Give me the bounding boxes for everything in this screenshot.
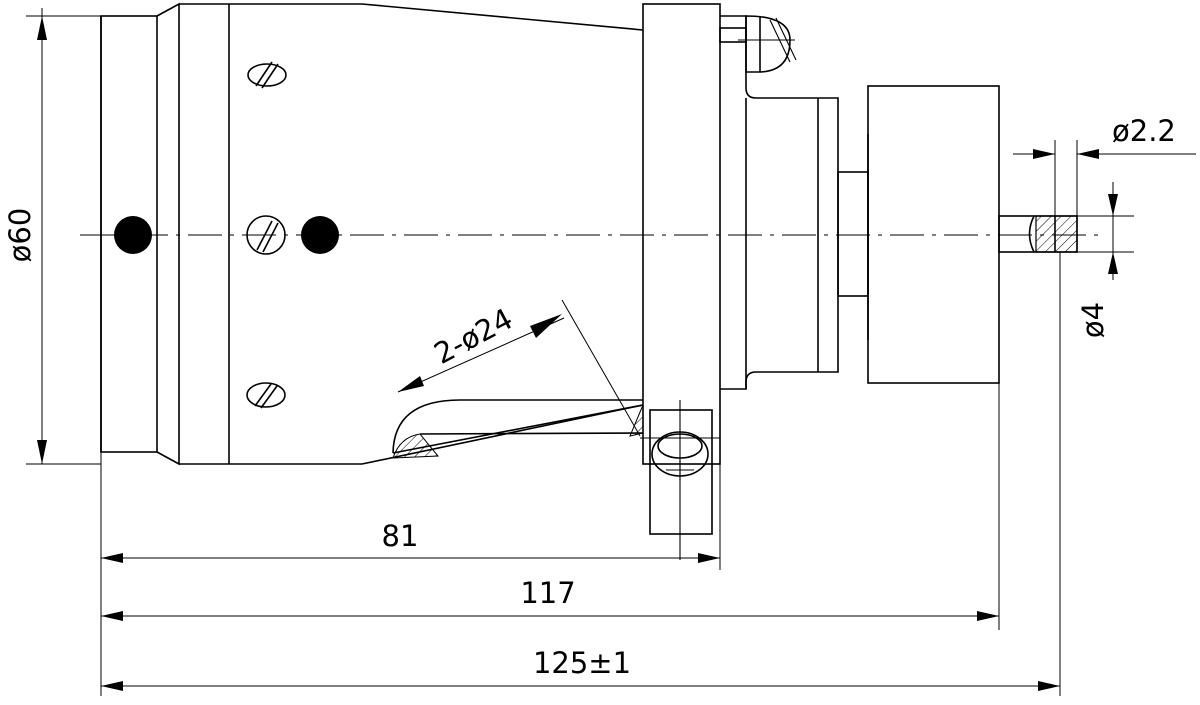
- dim-dia24: 2-ø24: [397, 299, 641, 437]
- len81-label: 81: [382, 519, 419, 553]
- dim-len125: 125±1: [101, 646, 1060, 691]
- dim-dia60: ø60: [3, 8, 101, 465]
- inlet-port: [392, 399, 644, 459]
- len117-label: 117: [520, 576, 575, 610]
- dia4-label: ø4: [1076, 302, 1110, 338]
- dim-dia4: ø4: [1076, 182, 1134, 338]
- dia2-2-label: ø2.2: [1112, 114, 1176, 148]
- dim-length-extension-lines: [100, 252, 1061, 696]
- slotted-screw-bottom: [246, 382, 286, 409]
- slotted-screw-top: [247, 61, 287, 89]
- mounting-flange: [642, 3, 721, 535]
- dia24-label: 2-ø24: [428, 302, 518, 371]
- pan-head-screw-top: [719, 15, 797, 73]
- dia60-label: ø60: [3, 208, 37, 263]
- pan-head-screw-bottom: [640, 400, 720, 560]
- front-housing: [100, 2, 644, 466]
- output-shaft: [998, 215, 1078, 253]
- dim-len81: 81: [101, 519, 720, 563]
- dim-len117: 117: [101, 576, 999, 621]
- pin-left: [114, 216, 152, 254]
- len125-label: 125±1: [533, 646, 631, 680]
- dim-dia2-2: ø2.2: [1013, 114, 1196, 216]
